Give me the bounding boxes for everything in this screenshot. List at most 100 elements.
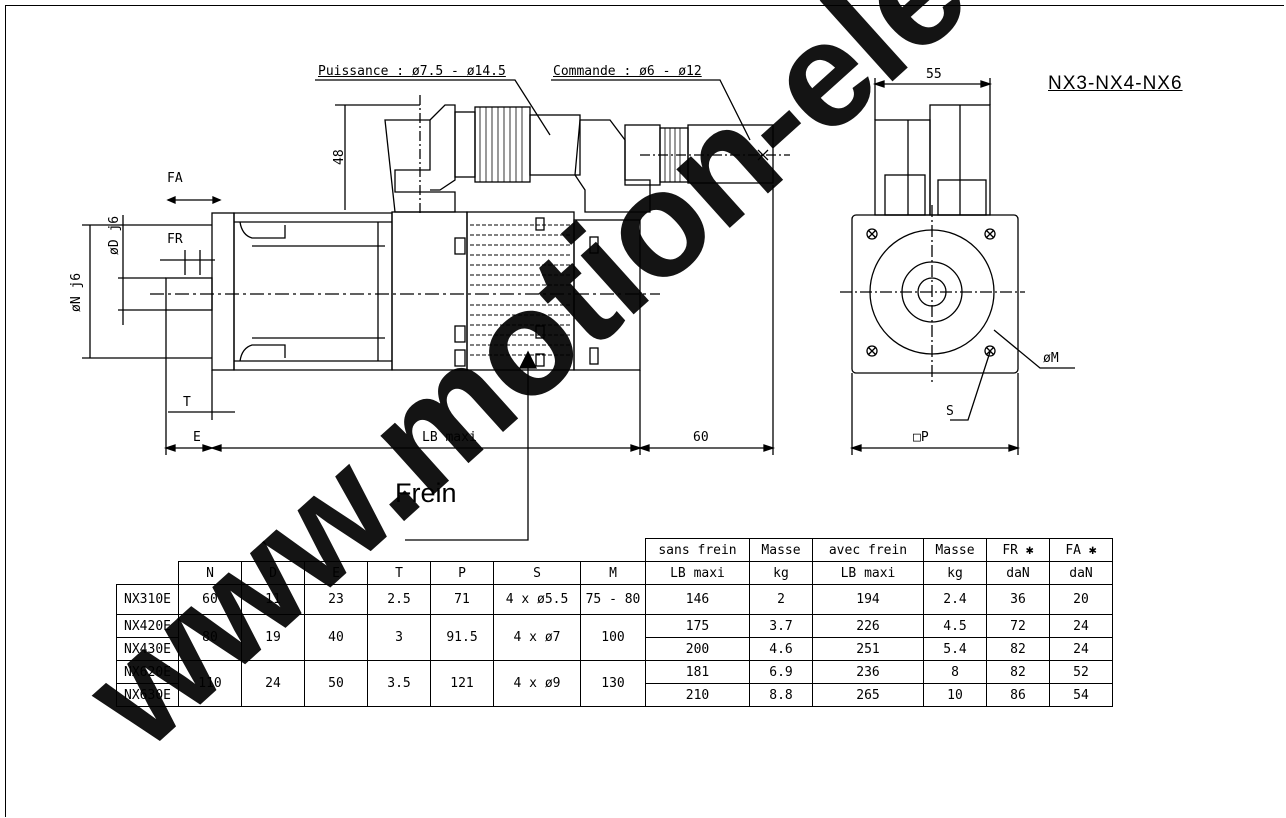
cell-kg2: 8 [923,660,987,684]
model-cell: NX420E [116,614,179,638]
cell-fa: 24 [1049,637,1113,661]
col-masse-1: Masse [749,538,813,562]
cell-n: 80 [178,614,242,661]
e-label: E [193,430,201,445]
cell-e: 40 [304,614,368,661]
col-lb-maxi-2: LB maxi [812,561,924,585]
model-cell: NX430E [116,637,179,661]
cell-kg2: 4.5 [923,614,987,638]
col-e: E [304,561,368,585]
cell-e: 50 [304,660,368,707]
cell-s: 4 x ø7 [493,614,581,661]
col-kg-2: kg [923,561,987,585]
cell-t: 3.5 [367,660,431,707]
od-j6-label: øD j6 [107,215,122,255]
cell-t: 2.5 [367,584,431,615]
cell-fr: 86 [986,683,1050,707]
cell-fr: 72 [986,614,1050,638]
col-fr: FR ✱ [986,538,1050,562]
cell-n: 60 [178,584,242,615]
cell-kg1: 3.7 [749,614,813,638]
cell-lb2: 251 [812,637,924,661]
frein-label: Frein [395,478,457,508]
cell-m: 130 [580,660,646,707]
cell-lb1: 210 [645,683,750,707]
cell-p: 71 [430,584,494,615]
brake-section [391,211,641,371]
cell-p: 91.5 [430,614,494,661]
flange [211,212,235,371]
cell-d: 11 [241,584,305,615]
col-s: S [493,561,581,585]
table-row: NX310E 60 11 23 2.5 71 4 x ø5.5 75 - 80 … [116,584,1113,615]
cell-d: 24 [241,660,305,707]
cell-e: 23 [304,584,368,615]
cell-lb2: 236 [812,660,924,684]
model-series-title: NX3-NX4-NX6 [1048,73,1183,94]
cell-fa: 24 [1049,614,1113,638]
cell-n: 110 [178,660,242,707]
cell-kg1: 6.9 [749,660,813,684]
p-label: □P [913,430,929,445]
table-row: NX630E 210 8.8 265 10 86 54 [116,683,1113,707]
col-d: D [241,561,305,585]
cell-m: 100 [580,614,646,661]
cell-kg1: 2 [749,584,813,615]
model-cell: NX310E [116,584,179,615]
lb-maxi-label: LB maxi [422,430,477,445]
col-n: N [178,561,242,585]
cell-s: 4 x ø9 [493,660,581,707]
on-j6-label: øN j6 [69,272,84,312]
cell-s: 4 x ø5.5 [493,584,581,615]
cell-lb1: 146 [645,584,750,615]
cell-lb2: 194 [812,584,924,615]
cell-lb2: 226 [812,614,924,638]
puissance-label: Puissance : ø7.5 - ø14.5 [318,64,506,79]
col-kg-1: kg [749,561,813,585]
cell-m: 75 - 80 [580,584,646,615]
col-avec-frein: avec frein [812,538,924,562]
col-masse-2: Masse [923,538,987,562]
model-cell: NX620E [116,660,179,684]
col-t: T [367,561,431,585]
cell-fr: 82 [986,637,1050,661]
t-label: T [183,395,191,410]
front-view [840,78,1075,455]
table-row: NX420E 80 19 40 3 91.5 4 x ø7 100 175 3.… [116,614,1113,661]
fa-label: FA [167,171,183,186]
cell-fa: 20 [1049,584,1113,615]
cell-lb1: 200 [645,637,750,661]
dim-48-label: 48 [332,149,347,165]
dim-55-label: 55 [926,67,942,82]
cell-kg2: 5.4 [923,637,987,661]
col-fa: FA ✱ [1049,538,1113,562]
cell-fr: 82 [986,660,1050,684]
model-cell: NX630E [116,683,179,707]
col-p: P [430,561,494,585]
cell-fa: 52 [1049,660,1113,684]
table-row: NX620E 110 24 50 3.5 121 4 x ø9 130 181 … [116,660,1113,707]
cell-kg2: 2.4 [923,584,987,615]
table-row: NX430E 200 4.6 251 5.4 82 24 [116,637,1113,661]
col-m: M [580,561,646,585]
om-label: øM [1043,351,1059,366]
fr-label: FR [167,232,183,247]
col-dan-2: daN [1049,561,1113,585]
cell-lb1: 181 [645,660,750,684]
cell-kg2: 10 [923,683,987,707]
drawing-frame [5,5,1284,817]
cell-d: 19 [241,614,305,661]
commande-label: Commande : ø6 - ø12 [553,64,702,79]
control-connector [574,119,790,213]
col-dan-1: daN [986,561,1050,585]
col-sans-frein: sans frein [645,538,750,562]
cell-kg1: 4.6 [749,637,813,661]
cell-lb1: 175 [645,614,750,638]
cell-lb2: 265 [812,683,924,707]
cell-fr: 36 [986,584,1050,615]
cell-t: 3 [367,614,431,661]
cell-fa: 54 [1049,683,1113,707]
s-label: S [946,404,954,419]
dimensions-table: sans frein Masse avec frein Masse FR ✱ F… [116,538,1113,707]
